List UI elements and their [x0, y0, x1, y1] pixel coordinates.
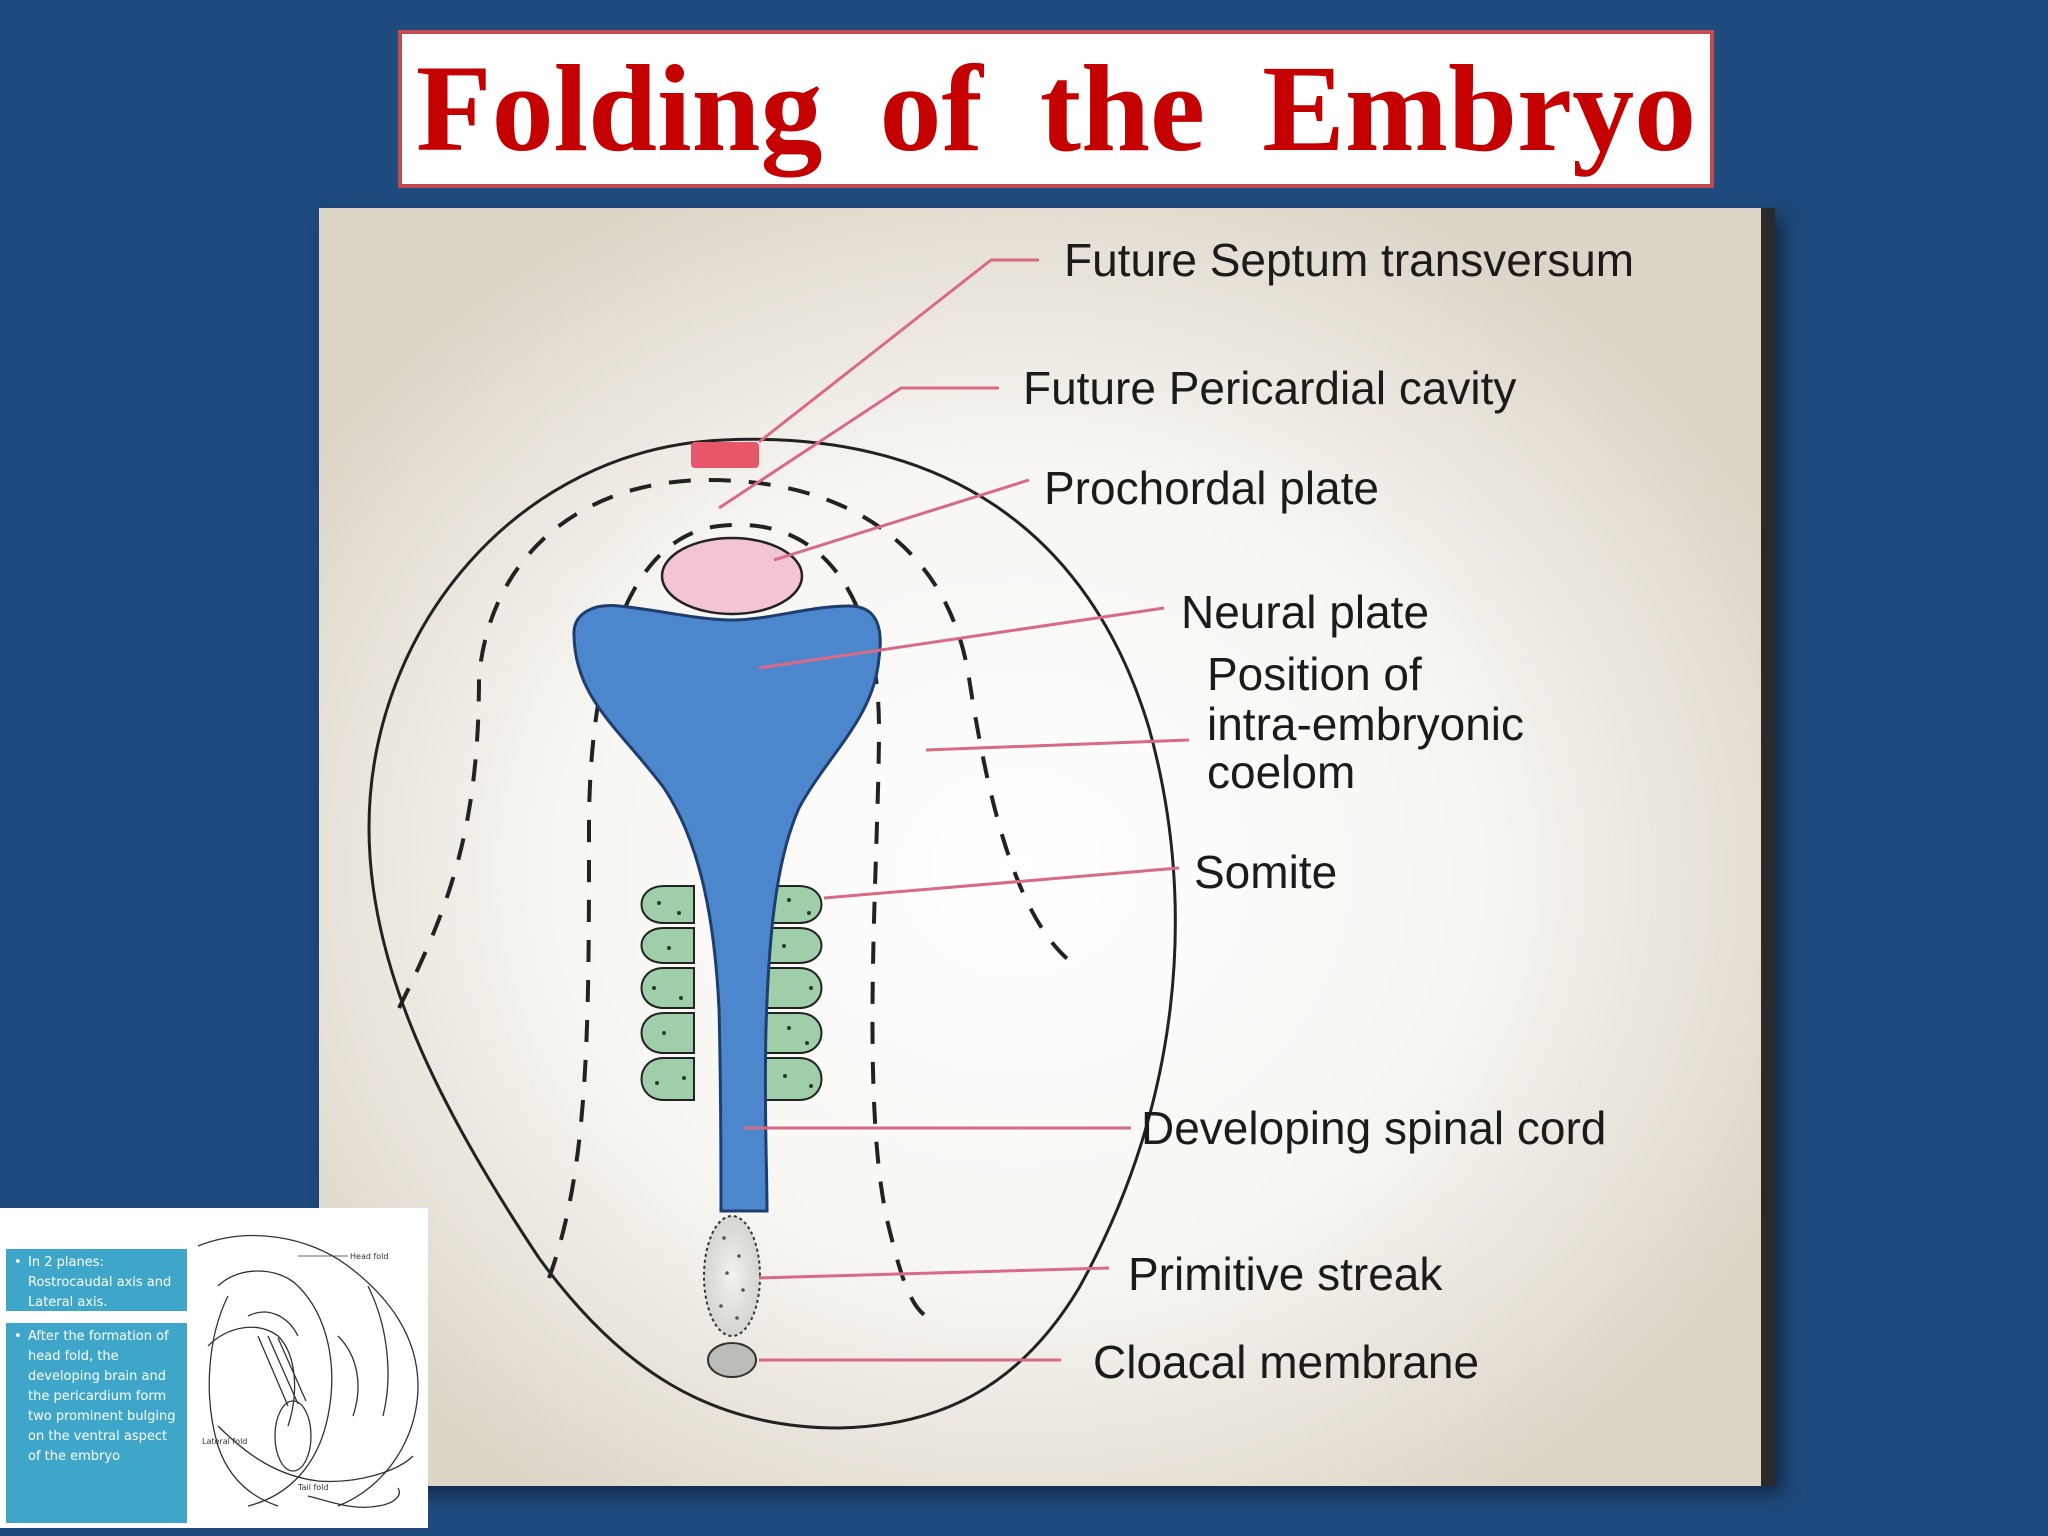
leader-septum: [758, 258, 1039, 444]
label-coelom-line2: intra-embryonic: [1207, 698, 1524, 750]
inset-embryo-drawing: Head fold Lateral fold Tail fold: [197, 1235, 419, 1508]
paper-background: [319, 208, 1775, 1486]
inset-slide: • In 2 planes: Rostrocaudal axis and Lat…: [0, 1208, 428, 1528]
leader-neural: [758, 606, 1165, 670]
title-box: Folding of the Embryo: [398, 30, 1714, 188]
bullet-icon: •: [14, 1329, 22, 1344]
label-neural-plate: Neural plate: [1181, 586, 1429, 638]
somites: [640, 885, 823, 1101]
label-prochordal-plate: Prochordal plate: [1044, 462, 1379, 514]
label-septum-transversum: Future Septum transversum: [1064, 234, 1634, 286]
leader-streak: [758, 1266, 1110, 1280]
somite-left-5: [640, 1057, 695, 1101]
label-coelom-line1: Position of: [1207, 648, 1422, 700]
bullet-icon: •: [14, 1255, 22, 1270]
inner-dashed-fold: [547, 522, 931, 1320]
cloacal-membrane: [707, 1342, 757, 1378]
embryo-outline: [367, 437, 1177, 1430]
somite-right-1: [763, 885, 823, 924]
leader-prochordal: [773, 478, 1030, 562]
outer-dashed-fold: [397, 477, 1081, 1009]
label-pericardial-cavity: Future Pericardial cavity: [1023, 362, 1516, 414]
diagram-photo: Future Septum transversum Future Pericar…: [319, 208, 1775, 1486]
label-coelom-line3: coelom: [1207, 746, 1355, 798]
inset-text-box-planes: • In 2 planes: Rostrocaudal axis and Lat…: [6, 1249, 187, 1311]
somite-right-5: [763, 1057, 823, 1101]
somite-left-4: [640, 1012, 695, 1054]
inset-text-planes: In 2 planes: Rostrocaudal axis and Later…: [28, 1255, 172, 1310]
leader-pericardial: [718, 386, 999, 510]
septum-transversum: [691, 442, 759, 468]
somite-right-4: [763, 1012, 823, 1054]
somite-left-3: [640, 967, 695, 1009]
neural-plate: [572, 603, 882, 1213]
label-somite: Somite: [1194, 846, 1337, 898]
somite-right-2: [763, 927, 823, 964]
somite-left-1: [640, 885, 695, 924]
label-primitive-streak: Primitive streak: [1128, 1248, 1443, 1300]
somite-right-3: [763, 967, 823, 1009]
label-cloacal-membrane: Cloacal membrane: [1093, 1336, 1479, 1388]
slide-title: Folding of the Embryo: [415, 40, 1697, 177]
leader-somite: [823, 866, 1180, 900]
somite-left-2: [640, 927, 695, 964]
leader-coelom: [925, 738, 1190, 752]
inset-text-head-fold: After the formation of head fold, the de…: [28, 1329, 176, 1464]
inset-label-tail-fold: Tail fold: [297, 1483, 328, 1492]
leader-lines: [718, 258, 1190, 1362]
label-spinal-cord: Developing spinal cord: [1141, 1102, 1606, 1154]
inset-label-lateral-fold: Lateral fold: [202, 1437, 247, 1446]
primitive-streak: [703, 1215, 761, 1337]
photo-edge: [1761, 208, 1775, 1486]
prochordal-plate: [660, 536, 804, 616]
inset-label-head-fold: Head fold: [350, 1252, 388, 1261]
inset-text-box-head-fold: • After the formation of head fold, the …: [6, 1323, 187, 1523]
